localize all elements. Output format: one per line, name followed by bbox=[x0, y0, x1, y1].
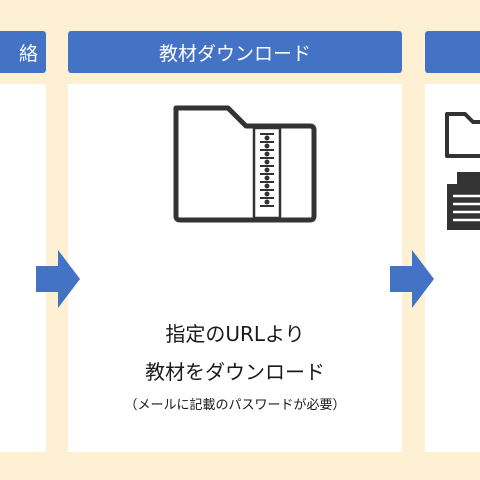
step-panel-right bbox=[425, 84, 480, 452]
step-header-left-label: 絡 bbox=[18, 42, 38, 65]
folder-icon bbox=[445, 112, 480, 158]
step-description-line2: 教材をダウンロード bbox=[145, 360, 325, 384]
step-header-left: 絡 bbox=[0, 31, 46, 73]
arrow-right-icon bbox=[36, 250, 80, 308]
zip-folder-icon bbox=[173, 105, 317, 223]
step-description-line1: 指定のURLより bbox=[165, 322, 305, 346]
step-header-download: 教材ダウンロード bbox=[68, 31, 402, 73]
document-icon bbox=[447, 172, 480, 230]
step-panel-download bbox=[68, 84, 402, 452]
step-description-note: （メールに記載のパスワードが必要） bbox=[124, 398, 346, 413]
step-header-download-label: 教材ダウンロード bbox=[158, 42, 311, 65]
step-header-right bbox=[425, 31, 480, 73]
arrow-right-icon bbox=[390, 250, 434, 308]
